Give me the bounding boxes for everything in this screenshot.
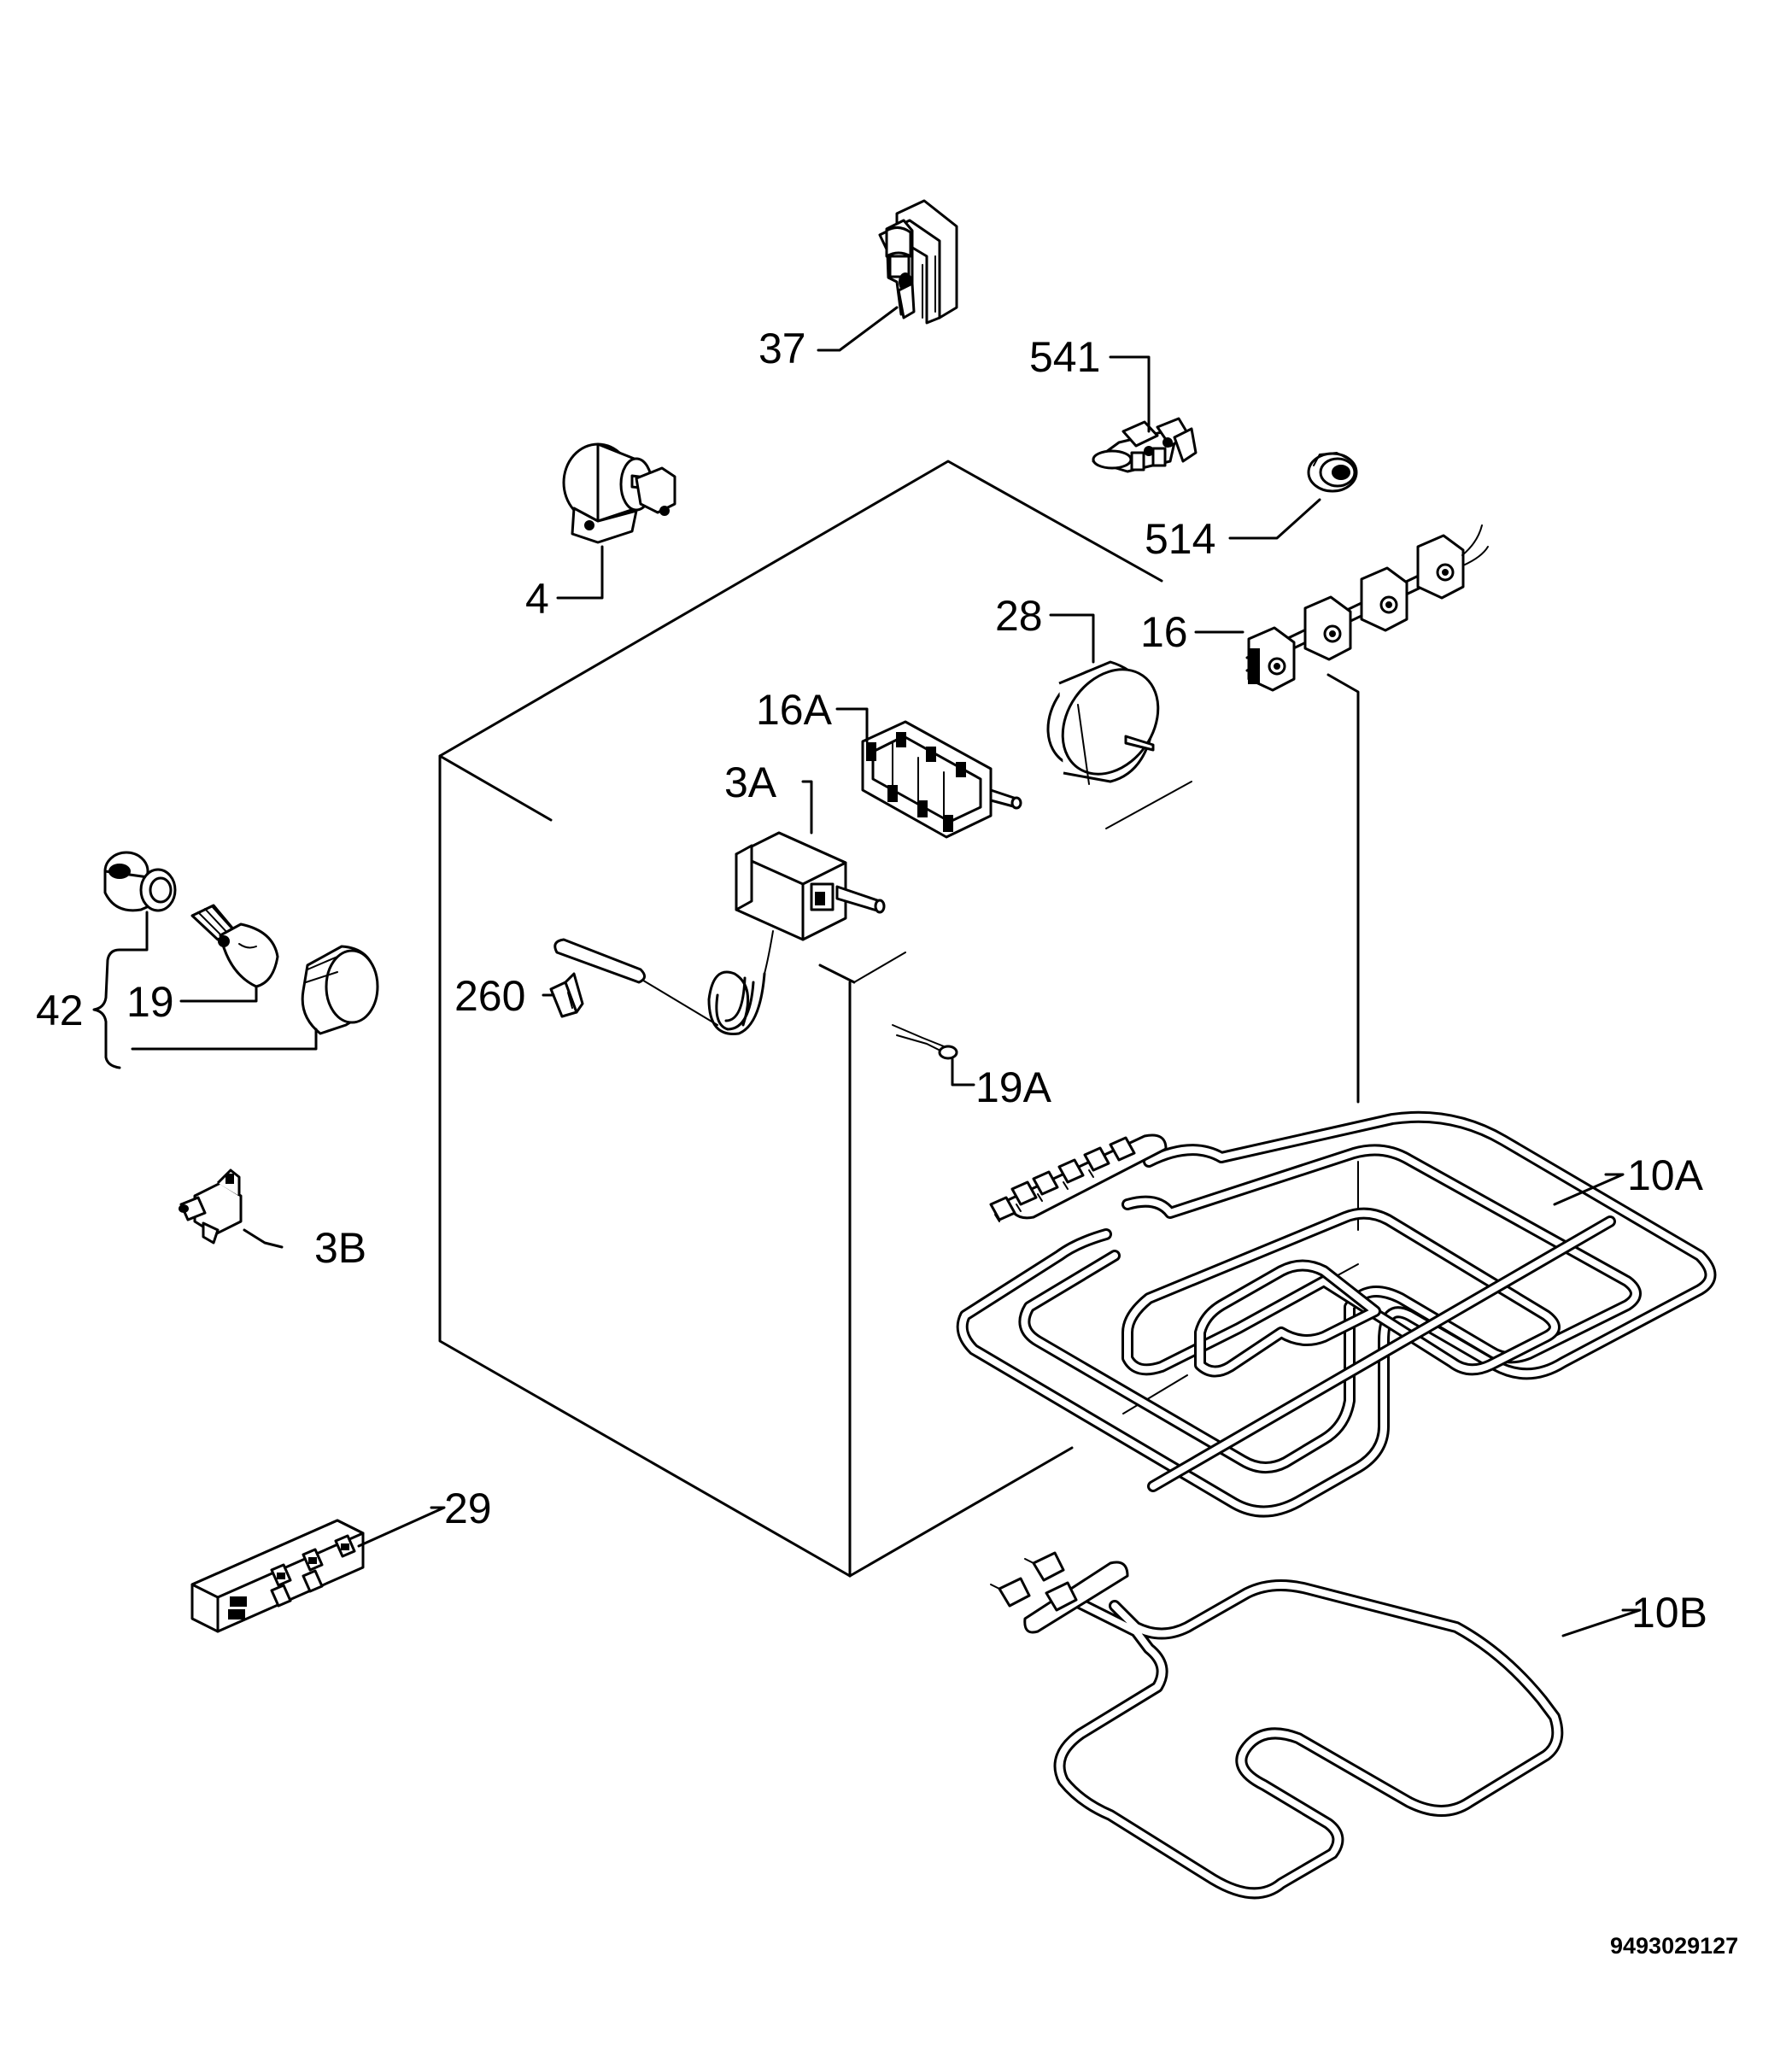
callout-37: 37: [758, 325, 806, 372]
callout-3b: 3B: [314, 1224, 366, 1272]
callout-16: 16: [1140, 608, 1188, 656]
part-260-connector: [549, 972, 584, 1018]
part-514-bushing: [1307, 452, 1358, 493]
callout-29: 29: [444, 1485, 492, 1532]
callout-4: 4: [525, 575, 549, 623]
part-4-motor: [562, 442, 676, 544]
callout-28: 28: [995, 592, 1043, 640]
callout-19a: 19A: [975, 1063, 1052, 1111]
part-10b-bake-element: [990, 1551, 1564, 1900]
callout-10b: 10B: [1631, 1589, 1707, 1637]
lamp-bulb: [190, 904, 279, 988]
callout-19: 19: [126, 978, 174, 1026]
part-19a-wire: [892, 1024, 958, 1060]
callout-3a: 3A: [724, 758, 777, 806]
document-number: 9493029127: [1610, 1933, 1738, 1959]
part-42-lamp-assembly: [92, 851, 379, 1069]
part-28-timer: [1046, 660, 1160, 785]
callout-260: 260: [454, 972, 525, 1020]
part-10a-grill-element: [956, 1110, 1717, 1518]
callout-16a: 16A: [756, 686, 833, 734]
part-16-switch-bank: [1245, 524, 1489, 692]
lamp-holder: [103, 851, 177, 912]
part-3a-thermostat: [553, 831, 886, 1035]
callout-514: 514: [1145, 515, 1215, 563]
callout-10a: 10A: [1627, 1151, 1704, 1199]
callout-42: 42: [36, 987, 84, 1034]
lamp-cover: [301, 945, 379, 1035]
leader-lines: [243, 306, 1642, 1637]
bracket-42: [92, 948, 121, 1069]
part-541-terminal: [1092, 417, 1198, 473]
oven-cavity-box: [438, 460, 1360, 1578]
callout-labels: 37 541 514 4 28 16 16A 3A 42 19 260 19A …: [36, 325, 1707, 1637]
part-37-bracket: [878, 199, 958, 325]
part-29-terminal-block: [190, 1519, 365, 1633]
part-16a-selector-switch: [861, 720, 1022, 839]
part-3b-safety-thermostat: [179, 1168, 243, 1245]
callout-541: 541: [1029, 333, 1100, 381]
